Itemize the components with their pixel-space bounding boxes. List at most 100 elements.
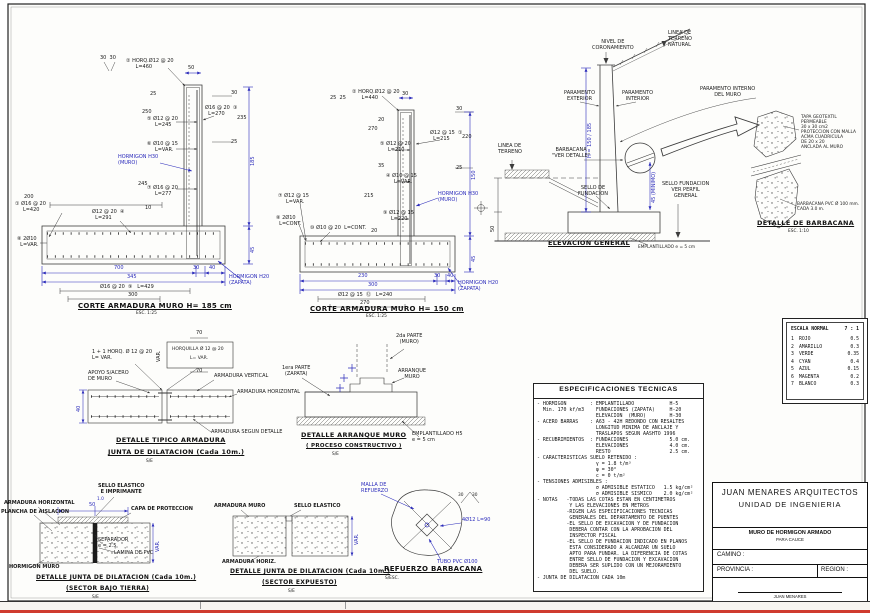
spec-line: ENTRE SELLO DE FUNDACION Y EXCAVACION	[537, 556, 679, 563]
spec-line: - CARACTERISTICAS SUELO RETENIDO :	[537, 454, 638, 461]
spec-line: -EL SELLO DE FUNDACION INDICADO EN PLANO…	[537, 538, 688, 545]
je-sello-elastico: SELLO ELASTICO	[294, 503, 341, 509]
legend-num: 1	[791, 337, 794, 343]
ar-title2: ( PROCESO CONSTRUCTIVO )	[306, 443, 402, 449]
tp-box-line1: HORQUILLA Ø 12 @ 20	[172, 347, 224, 352]
c1-hormigon-muro-label: HORMIGON H30 (MURO)	[118, 154, 159, 166]
jb-lamina-pvc: LAMINA DE PVC	[114, 550, 154, 556]
c2-scale: ESC. 1:25	[366, 314, 387, 319]
spec-line: ELEVACION (MURO) H-30	[537, 412, 682, 419]
c1-dim-height: 185	[250, 156, 256, 166]
jb-armadura-horizontal: ARMADURA HORIZONTAL	[4, 500, 75, 506]
firm-unit: UNIDAD DE INGENIERIA	[738, 500, 842, 509]
c1-title: CORTE ARMADURA MURO H= 185 cm	[78, 302, 232, 310]
c1-dim-45: 45	[250, 246, 256, 253]
elevacion-linework	[494, 28, 761, 246]
legend-color-name: MAGENTA	[799, 374, 820, 380]
c1-scale: ESC. 1:25	[136, 311, 157, 316]
title-block-project: MURO DE HORMIGON ARMADO PARA CAUCE	[713, 528, 867, 550]
junta-bt-linework	[29, 496, 151, 569]
tipico-dims	[79, 389, 87, 424]
c1-dim-25: 25	[150, 91, 157, 97]
tp-armadura-vertical: ARMADURA VERTICAL	[214, 373, 269, 379]
ar-parte1-callout: 1era PARTE (ZAPATA)	[282, 365, 311, 377]
c2-horq-callout: ② HORQ.Ø12 @ 20 L=440	[352, 89, 400, 101]
bb-tubo-callout: BARBACANA PVC Ø 100 mm. CADA 3.0 m.	[797, 202, 860, 212]
legend-num: 7	[791, 381, 794, 387]
bb-tapa-callout: TAPA GEOTEXTIL PERMEABLE 30 x 30 cm2 PRO…	[801, 115, 856, 150]
c2-dim-220: 220	[462, 134, 472, 140]
bb-scale: ESC. 1:10	[788, 229, 809, 234]
c2-dim-2525: 25 25	[330, 95, 346, 101]
spec-line: - RECUBRIMIENTOS : FUNDACIONES 5.0 cm.	[537, 436, 691, 443]
jb-sello-callout: SELLO ELASTICO E IMPRIMANTE	[98, 483, 145, 495]
spec-line: - ACERO BARRAS : A63 - 42H REDONDO CON R…	[537, 418, 685, 425]
legend-weight: 0.35	[847, 352, 859, 358]
c2-bar8-callout: ⑧ 2Ø10 L=CONT.	[276, 215, 302, 227]
spec-line: c = 0 t/m²	[537, 472, 626, 479]
spec-line: -RIGEN LAS ESPECIFICACIONES TECNICAS	[537, 508, 673, 515]
ar-scale: S/E	[332, 452, 339, 457]
jb-dim-var: VAR.	[155, 540, 161, 552]
tp-horquilla-callout: 1 + 1 HORQ. Ø 12 @ 20 L= VAR.	[92, 349, 153, 361]
bb-title: DETALLE DE BARBACANA	[757, 219, 855, 227]
el-title: ELEVACION GENERAL	[548, 239, 630, 247]
tp-title2: JUNTA DE DILATACION (Cada 10m.)	[108, 448, 245, 456]
el-dim-height: H = 150 / 185	[587, 122, 593, 158]
c2-dim-215: 215	[364, 193, 374, 199]
arranque-linework	[296, 344, 426, 438]
spec-line: APTO PARA FUNDAR. LA DIFERENCIA DE COTAS	[537, 550, 688, 557]
c2-dim-20: 20	[378, 117, 385, 123]
spec-line: LONGITUD MINIMA DE ANCLAJE Y	[537, 424, 679, 431]
spec-line: Min. 170 kf/m3 FUNDACIONES (ZAPATA) H-20	[537, 406, 682, 413]
el-barbacana-ref: BARBACANA "VER DETALLE"	[552, 147, 591, 159]
title-block: JUAN MENARES ARQUITECTOS UNIDAD DE INGEN…	[712, 482, 868, 613]
jb-scale: S/E	[92, 595, 99, 600]
legend-num: 3	[791, 352, 794, 358]
spec-line: φ = 30°	[537, 466, 617, 473]
el-linea-terreno: LINEA DE TERRENO	[498, 143, 522, 155]
c2-dim-270b: 270	[360, 300, 370, 306]
legend-color-name: AZUL	[799, 367, 811, 373]
c1-dim-250: 250	[142, 109, 152, 115]
footer-red-bar	[0, 610, 870, 613]
ar-arranque-callout: ARRANQUE MURO	[398, 368, 427, 380]
c2-dim-35: 35	[378, 163, 385, 169]
elevacion-dims	[581, 67, 652, 213]
tp-box-line2: L= VAR.	[190, 356, 208, 361]
signature-name: JUAN MENARES	[738, 592, 842, 599]
spec-line: -EL SELLO DE EXCAVACION Y DE FUNDACION	[537, 520, 679, 527]
tp-dim-70-bottom: 70	[196, 368, 203, 374]
je-armadura-muro: ARMADURA MURO	[214, 503, 266, 509]
c2-dim-height: 150	[471, 170, 477, 180]
c1-dim-40b: 40	[209, 265, 216, 271]
spec-line: - NOTAS -TODAS LAS COTAS ESTAN EN CENTIM…	[537, 496, 676, 503]
jb-plancha-aislacion: PLANCHA DE AISLACION	[1, 509, 70, 515]
c1-bar7-callout: ⑦ Ø16 @ 20 L=277	[147, 185, 178, 197]
je-scale: S/E	[288, 589, 295, 594]
c2-dim-20b: 20	[371, 228, 378, 234]
legend-color-name: CYAN	[799, 359, 811, 365]
region-label: REGION :	[817, 565, 867, 577]
legend-num: 2	[791, 344, 794, 350]
spec-line: TRASLAPOS SEGUN AASHTO 1996	[537, 430, 676, 437]
c2-dim-30r: 30	[456, 106, 463, 112]
tp-apoyo-callout: APOYO S/ACERO DE MURO	[88, 370, 129, 382]
c1-dim-30b: 30	[193, 265, 200, 271]
el-paramento-interior: PARAMENTO INTERIOR	[622, 90, 654, 102]
legend-color-name: BLANCO	[799, 381, 817, 387]
el-nivel-coronamiento: NIVEL DE CORONAMIENTO	[592, 39, 634, 51]
legend-weight: 0.15	[847, 367, 859, 373]
je-dim-var: VAR.	[354, 533, 360, 545]
c1-dim-235: 235	[237, 115, 247, 121]
c1-dim-3030: 30 30	[100, 55, 116, 61]
c2-bar1-callout: Ø12 @ 15 ① L=215	[430, 130, 463, 142]
c2-hormigon-muro-label: HORMIGON H30 (MURO)	[438, 191, 479, 203]
el-sello-fundacion: SELLO DE FUNDACION	[578, 185, 609, 197]
c1-hormigon-zapata-label: HORMIGON H20 (ZAPATA)	[229, 274, 270, 286]
